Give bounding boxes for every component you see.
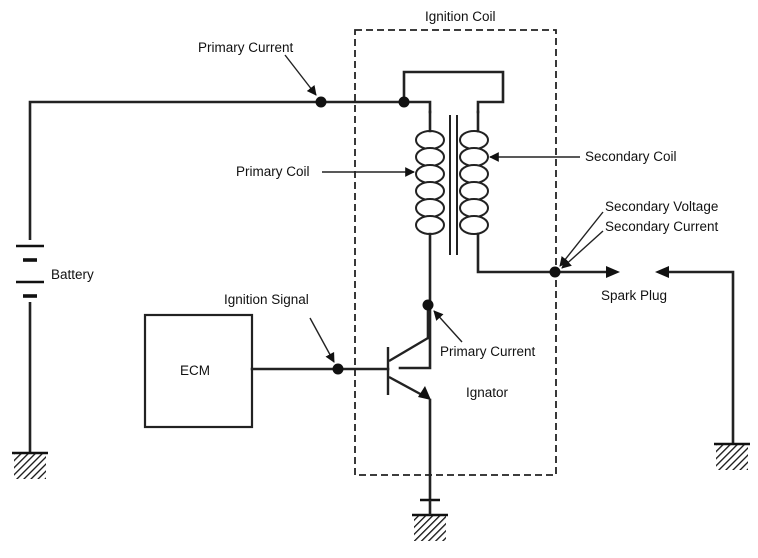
leader-ignition-signal (309, 317, 335, 363)
junction-dot-ignition-signal (332, 363, 344, 375)
junction-dot-primary-current-top (315, 96, 327, 108)
label-primary-current-top: Primary Current (198, 40, 294, 55)
label-ignition-signal: Ignition Signal (224, 292, 309, 307)
leader-secondary-voltage (559, 211, 604, 267)
leader-secondary-current (561, 230, 604, 269)
coil-core-bracket (402, 70, 505, 114)
junction-dot-primary-current-bottom (422, 299, 434, 311)
ground-symbol-spark-plug (716, 444, 748, 470)
ignition-coil-boundary (354, 29, 557, 476)
ground-symbol-battery (14, 453, 46, 479)
primary-supply-wire (28, 100, 406, 455)
junction-dot-secondary (549, 266, 561, 278)
label-spark-plug: Spark Plug (601, 288, 667, 303)
label-ignator: Ignator (466, 385, 509, 400)
junction-dot-coil-top (398, 96, 410, 108)
label-battery: Battery (51, 267, 94, 282)
label-ecm: ECM (180, 363, 210, 378)
ignator-transistor (386, 336, 431, 400)
label-primary-current-bottom: Primary Current (440, 344, 536, 359)
primary-coil-lead-top (402, 100, 432, 114)
secondary-output-wire (476, 232, 610, 274)
secondary-output-arrow (606, 266, 620, 278)
spark-plug-ground-arrow (655, 266, 669, 278)
label-secondary-current: Secondary Current (605, 219, 719, 234)
primary-coil-lead-bottom (398, 232, 432, 370)
leader-primary-current-top (284, 54, 317, 96)
label-ignition-coil: Ignition Coil (425, 9, 496, 24)
ground-symbol-ignator (414, 515, 446, 541)
leader-primary-current-bottom (433, 310, 463, 343)
secondary-coil-windings (459, 130, 489, 235)
label-secondary-coil: Secondary Coil (585, 149, 677, 164)
primary-coil-windings (415, 130, 445, 235)
spark-plug-ground-wire (666, 270, 735, 446)
battery-symbol (16, 240, 44, 302)
label-primary-coil: Primary Coil (236, 164, 310, 179)
label-secondary-voltage: Secondary Voltage (605, 199, 718, 214)
ecm-box (143, 313, 254, 429)
